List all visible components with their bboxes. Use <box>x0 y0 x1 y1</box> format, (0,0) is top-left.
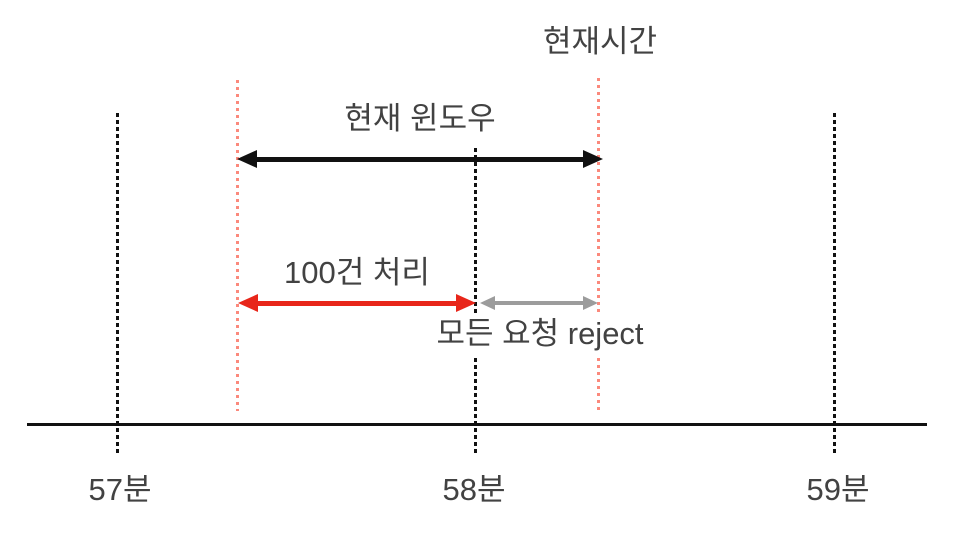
arrow-left-head-icon <box>480 296 495 310</box>
arrow-right-head-icon <box>583 296 598 310</box>
current-time-gridline <box>597 78 600 411</box>
current-window-arrow <box>237 150 603 168</box>
arrow-right-head-icon <box>456 294 476 312</box>
tick-label-57min: 57분 <box>88 472 152 507</box>
rejected-requests-label: 모든 요청 reject <box>430 313 650 355</box>
tick-label-58min: 58분 <box>442 472 506 507</box>
arrow-shaft <box>490 301 588 305</box>
minute-59-gridline <box>833 113 836 453</box>
processed-requests-arrow <box>238 294 476 312</box>
arrow-shaft <box>252 156 588 162</box>
tick-label-59min: 59분 <box>806 472 870 507</box>
rejected-requests-arrow <box>480 296 598 310</box>
arrow-left-head-icon <box>238 294 258 312</box>
minute-57-gridline <box>116 113 119 453</box>
current-time-label: 현재시간 <box>542 24 658 59</box>
arrow-right-head-icon <box>583 150 603 168</box>
arrow-shaft <box>253 300 461 306</box>
current-window-label: 현재 윈도우 <box>344 101 496 136</box>
arrow-left-head-icon <box>237 150 257 168</box>
window-start-gridline <box>236 80 239 411</box>
processed-count-label: 100건 처리 <box>284 255 430 290</box>
timeline-axis <box>27 423 927 426</box>
